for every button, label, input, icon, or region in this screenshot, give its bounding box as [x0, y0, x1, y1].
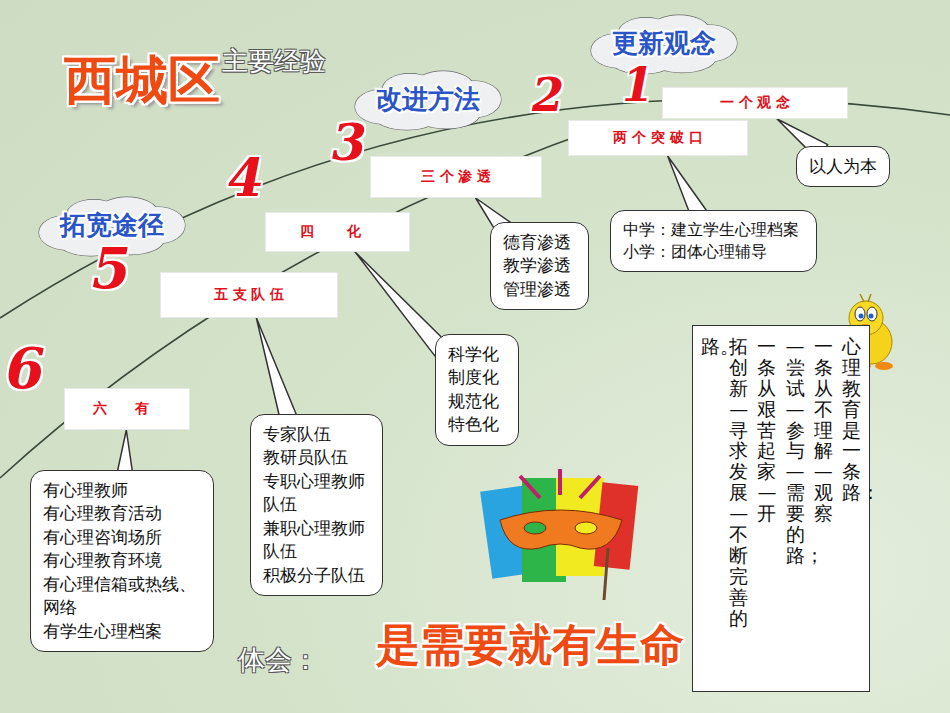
callout-bubble: 中学：建立学生心理档案小学：团体心理辅导 — [610, 210, 817, 272]
node-text: 三 个 渗 透 — [421, 168, 492, 186]
node-text: 一条从不理解—观察 — [814, 336, 833, 681]
node-text: 两 个 突 破 口 — [613, 129, 703, 147]
node-text: 兼职心理教师队伍 — [263, 517, 370, 564]
callout-number: 5 — [92, 240, 131, 296]
node-text: 改进方法 — [376, 82, 480, 117]
node-text: 积极分子队伍 — [263, 564, 370, 587]
cloud-node: 更新观念 — [588, 14, 740, 75]
node-text: 有学生心理档案 — [43, 620, 201, 643]
node-text: 科学化 — [448, 343, 506, 366]
callout-number: 3 — [332, 118, 367, 168]
node-text: 规范化 — [448, 390, 506, 413]
node-text: 制度化 — [448, 366, 506, 389]
node-text: 更新观念 — [612, 26, 716, 61]
node-text: 有心理教育环境 — [43, 549, 201, 572]
vertical-text-box: 心理教育是一条路： 一条从不理解—观察 —尝试—参与—需要的路； 一条从艰苦起家—开拓… — [692, 325, 870, 692]
callout-bubble: 科学化制度化规范化特色化 — [435, 334, 519, 446]
slogan: 是需要就有生命 — [376, 616, 684, 675]
node-text: 有心理信箱或热线、网络 — [43, 573, 201, 620]
callout-bubble: 专家队伍教研员队伍专职心理教师队伍兼职心理教师队伍积极分子队伍 — [250, 414, 383, 596]
step-box: 五 支 队 伍 — [160, 272, 338, 318]
callout-number: 4 — [228, 152, 264, 204]
callout-number: 2 — [532, 72, 564, 118]
cloud-node: 改进方法 — [352, 70, 504, 131]
node-text: 中学：建立学生心理档案 — [623, 219, 804, 241]
arc-line — [0, 128, 600, 478]
node-text: 以人为本 — [809, 155, 877, 178]
node-text: 拓宽途径 — [60, 208, 164, 243]
step-box: 三 个 渗 透 — [370, 156, 542, 198]
node-text: 专家队伍 — [263, 423, 370, 446]
node-text: 心理教育是一条路： — [842, 336, 861, 681]
mask-illustration — [480, 469, 638, 600]
node-text: 特色化 — [448, 413, 506, 436]
callout-bubble: 以人为本 — [796, 146, 890, 187]
arc-line — [0, 99, 950, 318]
step-box: 四 化 — [265, 212, 410, 252]
node-text: 拓创新—寻求发展—不断完善的 — [729, 336, 748, 681]
node-text: 有心理教育活动 — [43, 502, 201, 525]
callout-bubble: 有心理教师有心理教育活动有心理咨询场所有心理教育环境有心理信箱或热线、网络有学生… — [30, 470, 214, 652]
step-box: 两 个 突 破 口 — [568, 120, 748, 156]
note-label: 体会： — [238, 642, 319, 678]
callout-tail — [355, 252, 448, 356]
node-text: 四 化 — [300, 223, 375, 241]
node-text: 有心理咨询场所 — [43, 526, 201, 549]
node-text: 小学：团体心理辅导 — [623, 241, 804, 263]
callout-number: 1 — [622, 62, 654, 108]
node-text: 教研员队伍 — [263, 446, 370, 469]
node-text: 德育渗透 — [503, 231, 576, 254]
step-box: 六 有 — [64, 388, 190, 430]
callout-bubble: 德育渗透教学渗透管理渗透 — [490, 222, 589, 310]
node-text: 六 有 — [93, 400, 162, 418]
slide-title: 西城区 — [64, 46, 220, 116]
callout-number: 6 — [6, 340, 45, 396]
subtitle: 主要经验 — [222, 44, 326, 79]
node-text: 管理渗透 — [503, 278, 576, 301]
callout-tail — [256, 318, 298, 426]
node-text: 专职心理教师队伍 — [263, 470, 370, 517]
node-text: 五 支 队 伍 — [214, 286, 285, 304]
node-text: 有心理教师 — [43, 479, 201, 502]
node-text: 教学渗透 — [503, 254, 576, 277]
node-text: 路。 — [701, 336, 720, 681]
node-text: 一条从艰苦起家—开 — [757, 336, 776, 681]
node-text: 一 个 观 念 — [720, 94, 791, 112]
node-text: —尝试—参与—需要的路； — [786, 336, 805, 681]
step-box: 一 个 观 念 — [662, 87, 848, 119]
